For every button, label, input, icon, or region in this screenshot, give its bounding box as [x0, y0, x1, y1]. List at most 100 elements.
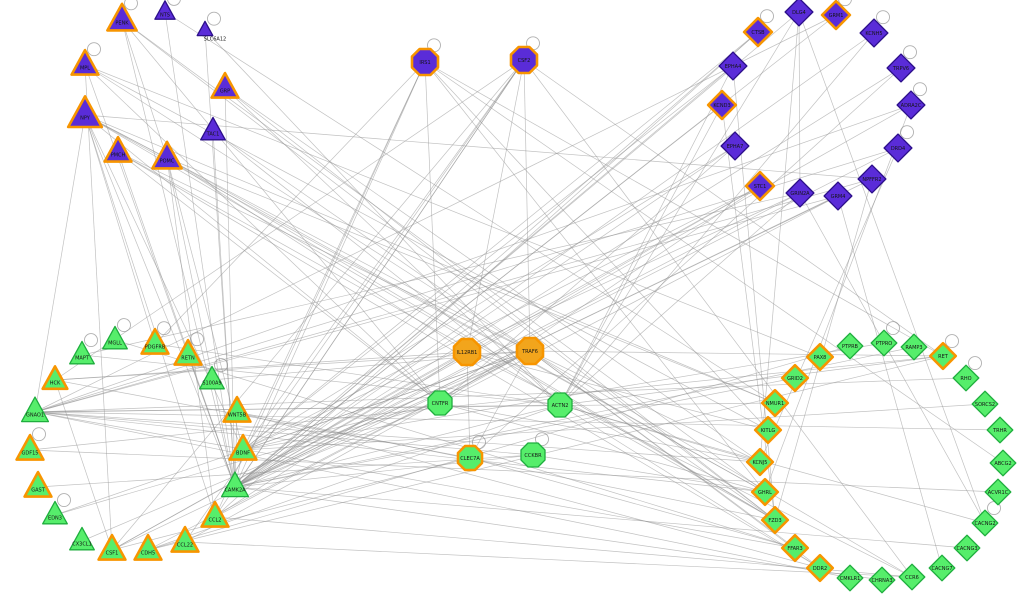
self-loop-KCNH5[interactable] — [876, 10, 890, 25]
node-CCKBR[interactable] — [520, 442, 546, 468]
edge-GRIN2A-CAMK2A[interactable] — [234, 192, 801, 488]
node-TRHR[interactable] — [986, 416, 1014, 444]
edge-NPY-GNAO1[interactable] — [34, 114, 86, 413]
node-CHRNA3[interactable] — [868, 566, 896, 594]
edge-RAMP3-CAMK2A[interactable] — [234, 346, 915, 488]
self-loop-PDGFRB[interactable] — [157, 321, 171, 336]
edge-GRIN2A-BDNF[interactable] — [242, 192, 801, 451]
edge-DLG4-CACNG2[interactable] — [798, 11, 986, 524]
edge-DLG4-GRIN2A[interactable] — [798, 11, 801, 194]
edge-EPHA4-ACTN2[interactable] — [559, 65, 734, 406]
self-loop-RETN[interactable] — [190, 332, 204, 347]
edge-KCND3-ACTN2[interactable] — [559, 104, 723, 406]
node-CDH5[interactable] — [133, 533, 163, 561]
edge-KCND3-FZD3[interactable] — [721, 104, 776, 521]
edge-ACTN2-DDR2[interactable] — [559, 404, 821, 569]
edge-POMC-IL12RB1[interactable] — [166, 157, 468, 353]
self-loop-PENK[interactable] — [124, 0, 138, 11]
node-MGLL[interactable] — [102, 325, 128, 350]
edge-TRAF6-CCR6[interactable] — [529, 350, 913, 578]
node-EDN3[interactable] — [42, 500, 68, 525]
edge-GNAO1-FFAR3[interactable] — [34, 411, 796, 549]
node-GRIN2A[interactable] — [785, 178, 815, 208]
edge-CLEC7A-FFAR3[interactable] — [469, 457, 796, 549]
node-PTPRB[interactable] — [836, 332, 864, 360]
edge-IL12RB1-CCL2[interactable] — [214, 351, 468, 518]
edge-TRPV6-CLEC7A[interactable] — [469, 67, 902, 459]
node-KCNH5[interactable] — [859, 18, 889, 48]
node-DDR2[interactable] — [805, 553, 835, 583]
node-GRP[interactable] — [210, 71, 240, 99]
edge-GRIN2A-MAPT[interactable] — [81, 192, 801, 356]
node-DRD4[interactable] — [883, 133, 913, 163]
edge-TRAF6-CCL22[interactable] — [184, 350, 531, 543]
edge-CCKBR-CAMK2A[interactable] — [234, 454, 534, 488]
edge-IRS1-RET[interactable] — [424, 61, 944, 357]
edge-DLG4-ACTN2[interactable] — [559, 11, 800, 406]
edge-IRS1-BDNF[interactable] — [242, 61, 426, 451]
edge-POMC-BDNF[interactable] — [166, 157, 244, 451]
self-loop-SLC6A12[interactable] — [207, 11, 221, 26]
edge-CACNG3-CAMK2A[interactable] — [234, 486, 968, 549]
node-GRM4[interactable] — [823, 181, 853, 211]
node-ACVR1C[interactable] — [984, 478, 1012, 506]
self-loop-NTS[interactable] — [167, 0, 181, 6]
node-RET[interactable] — [928, 341, 958, 371]
edge-CSF1-HCK[interactable] — [54, 379, 113, 551]
node-CX3CL1[interactable] — [69, 526, 95, 551]
edge-TRAF6-EDN3[interactable] — [54, 350, 531, 516]
edge-POMC-GHRL[interactable] — [166, 157, 766, 493]
edge-MPL-PAX8[interactable] — [84, 64, 821, 358]
edge-MPL-CNTFR[interactable] — [84, 64, 441, 404]
edge-CDH5-PTPRB[interactable] — [147, 345, 851, 551]
edge-PMCH-KCNJ5[interactable] — [117, 151, 761, 463]
edge-CCL22-CCR6[interactable] — [184, 541, 913, 578]
edge-STC1-CSF1[interactable] — [111, 185, 761, 551]
node-NTS[interactable] — [154, 0, 176, 20]
node-CTSB[interactable] — [742, 16, 774, 48]
edge-EPHA7-BDNF[interactable] — [242, 145, 736, 451]
edge-ADRA2C-CAMK2A[interactable] — [234, 104, 912, 488]
edge-CACNG7-GRM4[interactable] — [837, 195, 943, 569]
edge-EPHA4-CAMK2A[interactable] — [234, 65, 734, 488]
edge-MPL-KITLG[interactable] — [84, 64, 769, 431]
node-S100A9[interactable] — [199, 365, 225, 390]
edge-GRIN2A-CACNG2[interactable] — [799, 192, 986, 524]
edge-PENK-CAMK2A[interactable] — [121, 19, 236, 488]
self-loop-DRD4[interactable] — [900, 125, 914, 140]
edge-GRM4-CNTFR[interactable] — [439, 195, 839, 404]
self-loop-MAPT[interactable] — [84, 333, 98, 348]
node-CMKLR1[interactable] — [836, 564, 864, 592]
edge-IRS1-CNTFR[interactable] — [424, 61, 441, 404]
edge-CTSB-BDNF[interactable] — [242, 31, 759, 451]
edge-TRAF6-HCK[interactable] — [54, 350, 531, 381]
edge-EPHA7-CNTFR[interactable] — [439, 145, 736, 404]
node-MPL[interactable] — [70, 48, 100, 76]
node-CCL22[interactable] — [170, 525, 200, 553]
edge-GRM4-GNAO1[interactable] — [34, 195, 839, 413]
node-RETN[interactable] — [173, 338, 203, 366]
node-CCL2[interactable] — [200, 500, 230, 528]
edge-ACTN2-PDGFRB[interactable] — [154, 343, 561, 406]
self-loop-EDN3[interactable] — [57, 493, 71, 508]
self-loop-TRPV6[interactable] — [903, 45, 917, 60]
node-MAPT[interactable] — [69, 340, 95, 365]
edge-CNTFR-KCNJ5[interactable] — [439, 402, 761, 463]
node-GDF15[interactable] — [15, 433, 45, 461]
node-ADRA2C[interactable] — [896, 90, 926, 120]
edge-CTSB-CAMK2A[interactable] — [234, 31, 759, 488]
edge-GNAO1-NMUR1[interactable] — [34, 402, 776, 413]
node-DLG4[interactable] — [784, 0, 814, 27]
node-GAST[interactable] — [23, 470, 53, 498]
edge-IRS1-CAMK2A[interactable] — [234, 61, 426, 488]
edge-IRS1-PDGFRB[interactable] — [154, 61, 426, 345]
edge-CSF2-BDNF[interactable] — [242, 59, 525, 451]
edge-KCND3-CAMK2A[interactable] — [234, 104, 723, 488]
node-GRM1[interactable] — [820, 0, 852, 31]
node-PDGFRB[interactable] — [140, 327, 170, 355]
edge-ACTN2-CAMK2A[interactable] — [234, 404, 561, 488]
edge-IL12RB1-HCK[interactable] — [54, 351, 468, 381]
self-loop-CCKBR[interactable] — [535, 432, 549, 447]
self-loop-CTSB[interactable] — [760, 9, 774, 24]
node-FFAR3[interactable] — [780, 533, 810, 563]
